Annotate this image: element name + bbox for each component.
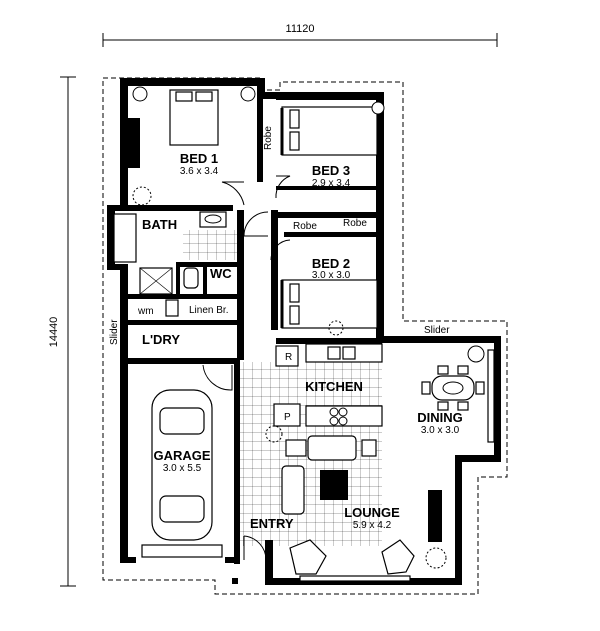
dining-label: DINING (417, 410, 463, 425)
fridge-label: R (285, 352, 292, 363)
height-label: 14440 (48, 317, 60, 348)
kitchen-fixtures (273, 343, 383, 427)
entry-label: ENTRY (250, 516, 294, 531)
width-label: 11120 (286, 23, 315, 35)
wc-label: WC (210, 266, 232, 281)
bed-3-furniture (280, 101, 385, 156)
kitchen-label: KITCHEN (305, 379, 363, 394)
bed-3-label: BED 3 (312, 163, 350, 178)
bath-label: BATH (142, 217, 177, 232)
robe-bed-1-label: Robe (263, 126, 274, 150)
doors (202, 175, 291, 561)
bed-1-label: BED 1 (180, 151, 218, 166)
eave-outline (102, 77, 508, 595)
lounge-furniture (281, 435, 442, 582)
width-dimension (102, 33, 498, 47)
bed-2-label: BED 2 (312, 256, 350, 271)
bed-3-size: 2.9 x 3.4 (312, 178, 351, 189)
bath-fixtures (113, 211, 227, 317)
bed-2-size: 3.0 x 3.0 (312, 270, 351, 281)
garage-car (141, 389, 223, 558)
plants (132, 186, 447, 569)
laundry-label: L'DRY (142, 332, 180, 347)
bed-1-size: 3.6 x 3.4 (180, 166, 219, 177)
lounge-size: 5.9 x 4.2 (353, 520, 392, 531)
slider-left-label: Slider (109, 319, 120, 345)
interior-walls (120, 92, 382, 360)
dining-size: 3.0 x 3.0 (421, 425, 460, 436)
dining-furniture (421, 345, 495, 443)
slider-dining-label: Slider (424, 325, 450, 336)
entry-post (232, 578, 238, 584)
garage-size: 3.0 x 5.5 (163, 463, 202, 474)
bed-2-furniture (280, 279, 378, 329)
wm-label: wm (137, 306, 154, 317)
height-dimension (60, 76, 76, 587)
robe-bed-2-label: Robe (343, 218, 367, 229)
garage-label: GARAGE (153, 448, 210, 463)
robe-bed-3-label: Robe (293, 221, 317, 232)
pantry-label: P (284, 412, 291, 423)
linen-label: Linen Br. (189, 305, 228, 316)
bed-1-furniture (128, 86, 256, 168)
lounge-label: LOUNGE (344, 505, 400, 520)
